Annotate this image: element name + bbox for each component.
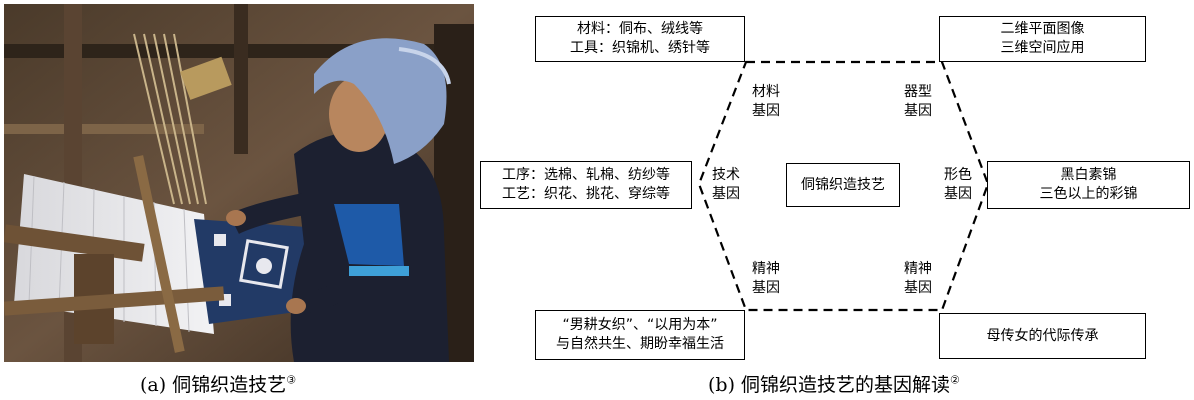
box-line-2: 三色以上的彩锦 — [1039, 186, 1138, 202]
caption-b-text: (b) 侗锦织造技艺的基因解读 — [708, 374, 951, 396]
gene-line-1: 形色 — [944, 167, 972, 183]
caption-a-text: (a) 侗锦织造技艺 — [140, 374, 287, 396]
hexagon-outline — [697, 60, 990, 312]
box-color-brocade: 黑白素锦 三色以上的彩锦 — [987, 161, 1190, 209]
caption-b-note: ② — [950, 373, 960, 387]
gene-line-1: 材料 — [752, 84, 780, 100]
gene-line-2: 基因 — [752, 103, 780, 119]
box-line-2: 工具：织锦机、绣针等 — [570, 40, 710, 56]
gene-line-2: 基因 — [752, 280, 780, 296]
gene-line-2: 基因 — [944, 186, 972, 202]
box-line-2: 与自然共生、期盼幸福生活 — [556, 336, 724, 352]
box-process-technique: 工序：选棉、轧棉、纺纱等 工艺：织花、挑花、穿综等 — [480, 161, 692, 209]
gene-line-1: 精神 — [904, 261, 932, 277]
box-spirit-values: “男耕女织”、“以用为本” 与自然共生、期盼幸福生活 — [535, 310, 745, 360]
caption-a-note: ③ — [286, 373, 297, 387]
gene-line-2: 基因 — [904, 103, 932, 119]
gene-technique: 技术 基因 — [704, 166, 748, 204]
caption-b: (b) 侗锦织造技艺的基因解读② — [708, 370, 960, 397]
box-form-applications: 二维平面图像 三维空间应用 — [939, 16, 1146, 62]
center-label: 侗锦织造技艺 — [801, 176, 885, 193]
gene-form: 器型 基因 — [896, 83, 940, 121]
gene-spirit-right: 精神 基因 — [896, 260, 940, 298]
caption-a: (a) 侗锦织造技艺③ — [140, 370, 296, 397]
box-line-1: 二维平面图像 — [1000, 21, 1085, 37]
gene-line-1: 技术 — [712, 167, 740, 183]
box-materials-tools: 材料：侗布、绒线等 工具：织锦机、绣针等 — [535, 16, 745, 62]
box-line-1: 黑白素锦 — [1060, 167, 1117, 183]
gene-line-1: 器型 — [904, 84, 932, 100]
gene-spirit-left: 精神 基因 — [744, 260, 788, 298]
gene-material: 材料 基因 — [744, 83, 788, 121]
box-line-2: 工艺：织花、挑花、穿综等 — [502, 186, 670, 202]
center-box: 侗锦织造技艺 — [786, 163, 900, 207]
gene-color: 形色 基因 — [936, 166, 980, 204]
box-line-1: 材料：侗布、绒线等 — [577, 21, 703, 37]
box-line-2: 三维空间应用 — [1000, 40, 1085, 56]
box-inheritance: 母传女的代际传承 — [939, 313, 1146, 359]
gene-line-2: 基因 — [904, 280, 932, 296]
gene-line-2: 基因 — [712, 186, 740, 202]
weaving-photo — [4, 4, 474, 362]
box-line-1: “男耕女织”、“以用为本” — [562, 317, 718, 333]
gene-line-1: 精神 — [752, 261, 780, 277]
box-line-1: 工序：选棉、轧棉、纺纱等 — [502, 167, 670, 183]
box-line-1: 母传女的代际传承 — [986, 327, 1099, 344]
gene-diagram: 材料：侗布、绒线等 工具：织锦机、绣针等 二维平面图像 三维空间应用 工序：选棉… — [480, 0, 1194, 365]
